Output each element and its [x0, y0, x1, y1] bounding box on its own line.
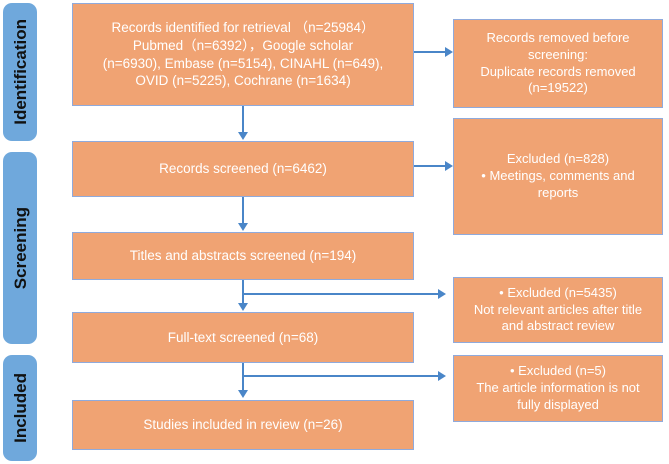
box-studies-included-text: Studies included in review (n=26): [143, 417, 343, 433]
connector-screened-to-titles-arrow: [238, 223, 248, 231]
connector-screened-to-excluded828: [414, 165, 446, 167]
box-records-identified: Records identified for retrieval （n=2598…: [72, 3, 414, 106]
stage-band-identification: Identification: [3, 3, 37, 141]
box-full-text-screened-text: Full-text screened (n=68): [167, 329, 319, 345]
box-records-identified-text: Records identified for retrieval （n=2598…: [102, 20, 384, 89]
box-full-text-screened: Full-text screened (n=68): [72, 312, 414, 363]
box-records-removed-before-screening-text: Records removed before screening: Duplic…: [480, 29, 636, 96]
connector-fulltext-to-excluded5: [243, 375, 439, 377]
box-excluded-5-text: • Excluded (n=5) The article information…: [476, 363, 640, 412]
box-records-screened: Records screened (n=6462): [72, 141, 414, 197]
connector-identified-to-screened-arrow: [238, 132, 248, 140]
stage-band-included: Included: [3, 355, 37, 461]
box-titles-abstracts-screened: Titles and abstracts screened (n=194): [72, 232, 414, 280]
box-excluded-828: Excluded (n=828) • Meetings, comments an…: [453, 118, 663, 235]
connector-titles-to-fulltext-arrow: [238, 303, 248, 311]
connector-identified-to-screened: [242, 106, 244, 133]
connector-fulltext-to-included: [242, 363, 244, 391]
box-excluded-5: • Excluded (n=5) The article information…: [453, 355, 663, 422]
stage-band-included-label: Included: [10, 373, 30, 443]
box-records-removed-before-screening: Records removed before screening: Duplic…: [453, 19, 663, 108]
box-studies-included: Studies included in review (n=26): [72, 400, 414, 450]
stage-band-identification-label: Identification: [10, 19, 30, 125]
stage-band-screening: Screening: [3, 152, 37, 344]
box-titles-abstracts-screened-text: Titles and abstracts screened (n=194): [129, 248, 357, 264]
connector-identified-to-removed: [414, 51, 446, 53]
box-excluded-5435-text: • Excluded (n=5435) Not relevant article…: [473, 284, 643, 334]
stage-band-screening-label: Screening: [10, 206, 30, 290]
box-excluded-5435: • Excluded (n=5435) Not relevant article…: [453, 277, 663, 343]
connector-titles-to-fulltext: [242, 280, 244, 304]
box-excluded-828-text: Excluded (n=828) • Meetings, comments an…: [481, 151, 635, 200]
connector-fulltext-to-included-arrow: [238, 390, 248, 398]
connector-fulltext-to-excluded5-arrow: [438, 371, 446, 381]
connector-identified-to-removed-arrow: [445, 47, 453, 57]
connector-screened-to-excluded828-arrow: [445, 161, 453, 171]
box-records-screened-text: Records screened (n=6462): [159, 161, 327, 177]
connector-titles-to-excluded5435: [243, 293, 439, 295]
connector-screened-to-titles: [242, 197, 244, 224]
connector-titles-to-excluded5435-arrow: [438, 289, 446, 299]
